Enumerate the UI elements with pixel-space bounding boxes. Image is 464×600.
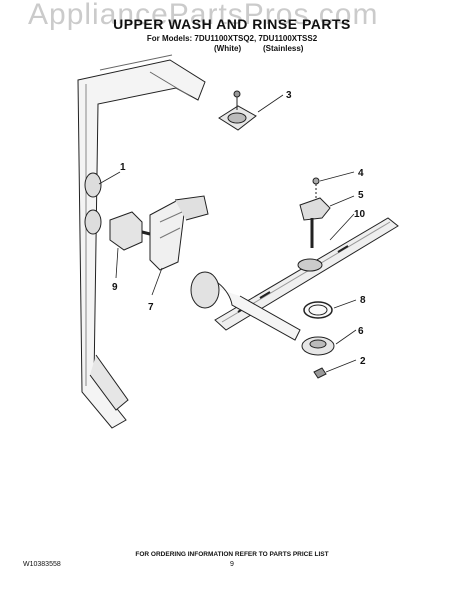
- finish-stainless-label: (Stainless): [263, 44, 304, 53]
- callout-5: 5: [358, 190, 364, 201]
- page-title: UPPER WASH AND RINSE PARTS: [113, 16, 351, 32]
- watermark-text: AppliancePartsPros.com: [28, 0, 379, 31]
- document-number: W10383558: [23, 561, 61, 568]
- callout-7: 7: [148, 302, 154, 313]
- finish-white-label: (White): [214, 44, 242, 53]
- callout-8: 8: [360, 295, 366, 306]
- models-line: For Models: 7DU1100XTSQ2, 7DU1100XTSS2: [146, 34, 318, 43]
- callout-3: 3: [286, 90, 292, 101]
- callout-2: 2: [360, 356, 366, 367]
- callout-4: 4: [358, 168, 364, 179]
- screw-part-2: [313, 367, 327, 379]
- page-number: 9: [230, 561, 234, 568]
- screw-part-4: [312, 177, 320, 200]
- spray-nozzle-part-3: [218, 90, 257, 131]
- supply-tube-part-1: [77, 54, 206, 429]
- callout-1: 1: [120, 162, 126, 173]
- mount-part-5: [299, 197, 331, 248]
- leader-lines: [98, 94, 357, 373]
- callout-10: 10: [354, 209, 366, 220]
- callout-9: 9: [112, 282, 118, 293]
- bracket-part-7: [149, 195, 209, 271]
- callout-6: 6: [358, 326, 364, 337]
- ordering-note: FOR ORDERING INFORMATION REFER TO PARTS …: [135, 551, 329, 558]
- ring-part-8: [303, 301, 333, 319]
- hub-part-6: [301, 336, 335, 356]
- conduit: [190, 271, 301, 341]
